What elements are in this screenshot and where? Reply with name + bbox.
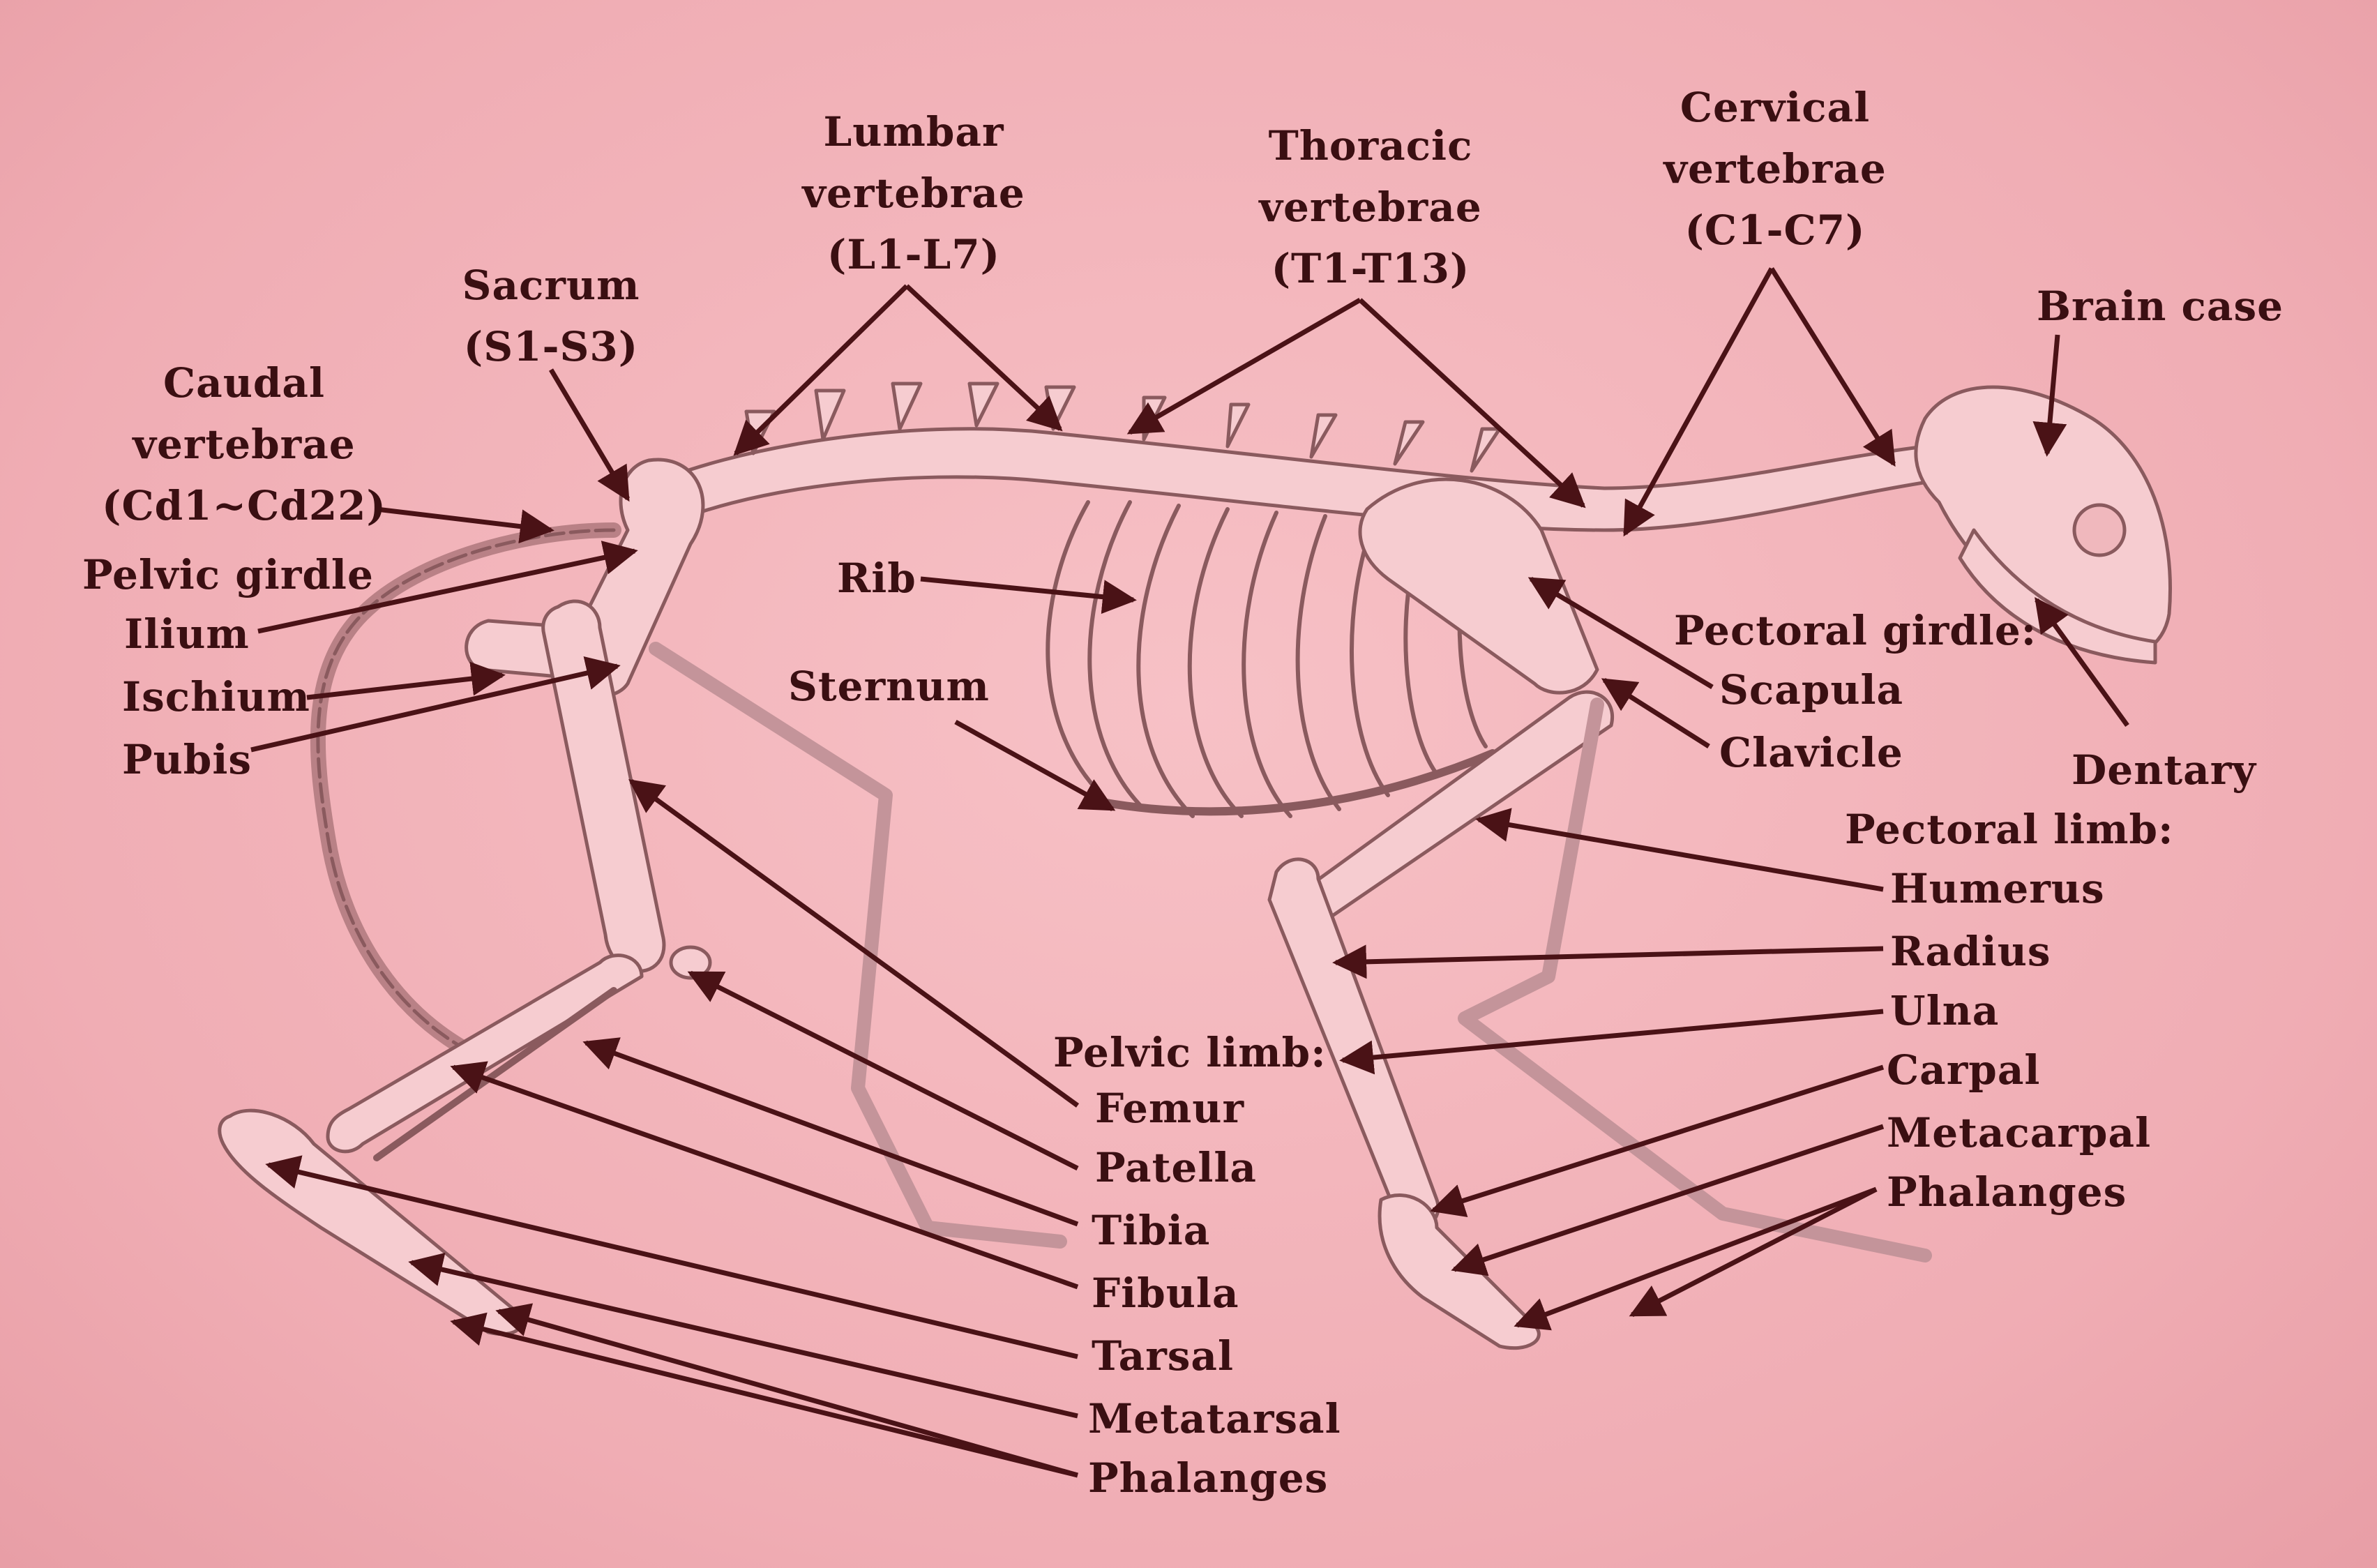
arrow-dentary (2035, 597, 2129, 728)
label-sternum: Sternum (788, 663, 990, 710)
arrow-phalanges-fore-1 (1514, 1186, 1878, 1331)
arrow-caudal (376, 506, 554, 544)
far-fore-limb (1458, 698, 1932, 1262)
fore-paw (1378, 1193, 1541, 1350)
arrow-ulna (1339, 1009, 1884, 1075)
arrow-patella (687, 970, 1079, 1171)
label-sacrum: Sacrum(S1-S3) (462, 262, 640, 370)
label-brain-case: Brain case (2037, 282, 2284, 330)
arrow-ilium (257, 541, 638, 634)
label-clavicle: Clavicle (1719, 729, 1903, 776)
ribcage (1046, 500, 1497, 818)
label-tarsal: Tarsal (1092, 1332, 1235, 1380)
label-pubis: Pubis (122, 736, 252, 783)
label-radius: Radius (1890, 928, 2051, 975)
arrow-phalanges-hind-1 (495, 1303, 1078, 1478)
label-arrows (250, 267, 2129, 1478)
arrow-thoracic-left (1126, 297, 1361, 435)
fibula-bone (373, 987, 617, 1161)
arrow-metatarsal (408, 1253, 1078, 1419)
arrow-cervical-right (1769, 267, 1896, 467)
label-phalanges-hind: Phalanges (1088, 1454, 1329, 1502)
label-phalanges-fore: Phalanges (1887, 1168, 2127, 1216)
arrow-radius (1332, 944, 1884, 979)
hind-foot (218, 1108, 524, 1336)
label-pelvic-limb: Pelvic limb: (1053, 1029, 1327, 1076)
arrow-sacrum (548, 368, 631, 502)
arrow-phalanges-fore-2 (1629, 1186, 1878, 1318)
label-fibula: Fibula (1092, 1269, 1239, 1317)
arrow-fibula (450, 1061, 1079, 1290)
sternum-line (1098, 749, 1497, 816)
arrow-pubis (250, 656, 621, 753)
arrow-ischium (306, 661, 506, 700)
label-ischium: Ischium (122, 673, 310, 721)
arrow-phalanges-hind-2 (450, 1312, 1078, 1478)
eye-orbit (2072, 503, 2127, 557)
label-dentary: Dentary (2072, 746, 2256, 794)
label-pelvic-girdle: Pelvic girdle (82, 551, 374, 598)
spine-body (640, 427, 1934, 532)
label-pectoral-girdle: Pectoral girdle: (1674, 607, 2037, 654)
label-ilium: Ilium (124, 610, 250, 658)
arrow-sternum (954, 719, 1116, 812)
femur-bone (541, 599, 666, 974)
label-humerus: Humerus (1890, 865, 2105, 912)
arrow-carpal (1430, 1064, 1885, 1217)
arrow-lumbar-left (733, 284, 909, 456)
label-patella: Patella (1095, 1144, 1257, 1191)
label-femur: Femur (1095, 1085, 1245, 1132)
label-carpal: Carpal (1887, 1046, 2041, 1094)
label-rib: Rib (837, 555, 916, 602)
label-metatarsal: Metatarsal (1088, 1395, 1341, 1442)
skeleton-drawing (218, 382, 2173, 1350)
far-hind-limb (649, 642, 1067, 1249)
label-scapula: Scapula (1719, 666, 1904, 714)
arrow-scapula (1527, 576, 1714, 690)
arrow-tarsal (265, 1155, 1078, 1359)
arrow-lumbar-right (905, 284, 1063, 432)
arrow-clavicle (1601, 678, 1710, 748)
label-ulna: Ulna (1890, 987, 2000, 1034)
label-metacarpal: Metacarpal (1887, 1109, 2152, 1156)
label-tibia: Tibia (1092, 1207, 1211, 1254)
arrow-femur (628, 779, 1080, 1108)
scapula (1358, 477, 1599, 695)
arrow-thoracic-right (1358, 298, 1586, 508)
arrow-brain-case (2032, 334, 2067, 457)
arrow-tibia (582, 1037, 1079, 1227)
arrow-humerus (1475, 808, 1884, 892)
label-pectoral-limb: Pectoral limb: (1845, 806, 2174, 853)
arrow-cervical-left (1622, 267, 1774, 537)
jaw (1958, 528, 2157, 665)
tail-bones-outline (316, 528, 616, 1048)
tibia-bone (326, 953, 644, 1154)
arrow-rib (920, 576, 1137, 615)
arrow-metacarpal (1451, 1124, 1885, 1276)
